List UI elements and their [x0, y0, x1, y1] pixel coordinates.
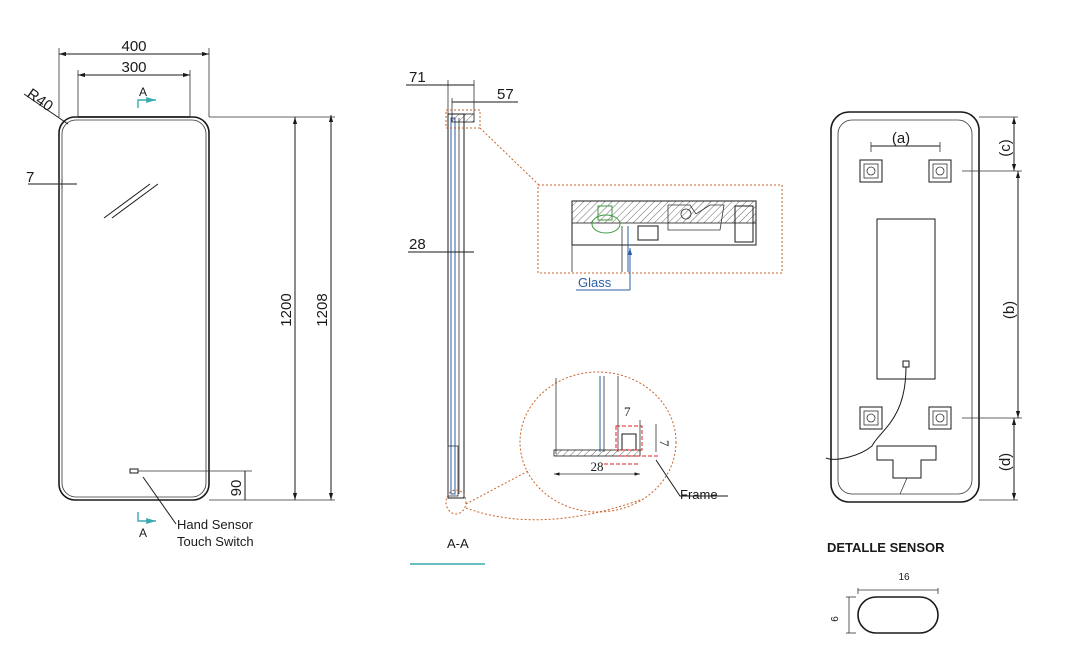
- mirror-inner-outline: [61, 119, 207, 498]
- dim-label-7-side: 7: [657, 440, 672, 447]
- section-bottom-profile: [447, 445, 459, 497]
- detail-bottom-profile: [553, 376, 660, 465]
- mirror-outline: [58, 116, 210, 501]
- dim-label-90: 90: [228, 480, 245, 497]
- screw-bracket-top-right: [928, 159, 952, 183]
- back-inner-outline: [837, 119, 973, 495]
- front-view: 400 300 R40 7 1200 1208 90 A A Hand S: [24, 38, 335, 549]
- radius-label: R40: [24, 85, 56, 115]
- section-mark-bottom: A: [139, 526, 147, 540]
- hand-sensor-icon: [129, 468, 139, 474]
- dim-label-57: 57: [497, 86, 514, 103]
- section-top-profile: [451, 113, 475, 123]
- power-box: [876, 445, 937, 479]
- section-marker-top: [137, 97, 156, 108]
- dim-label-b: (b): [1001, 301, 1018, 319]
- sensor-detail: DETALLE SENSOR 16 6: [827, 540, 945, 634]
- sensor-leader: [142, 476, 177, 525]
- frame-leader: [655, 459, 728, 497]
- detail-circle-bottom: [519, 371, 677, 513]
- dim-label-c: (c): [997, 139, 1014, 157]
- sensor-dim-height: 6: [830, 616, 841, 622]
- driver-connector: [902, 360, 910, 368]
- detail-glass-label: Glass: [578, 275, 612, 290]
- sensor-shape: [857, 596, 939, 634]
- sensor-dim-width: 16: [898, 572, 910, 583]
- sensor-label-line2: Touch Switch: [177, 534, 254, 549]
- radius-leader: [23, 93, 69, 125]
- detail-callout-source-bottom: [445, 489, 467, 515]
- detail-frame-label: Frame: [680, 487, 718, 502]
- detail-callout-source-top: [445, 109, 481, 129]
- dim-label-400: 400: [121, 38, 146, 55]
- detail-box-top: [537, 184, 783, 274]
- sensor-label-line1: Hand Sensor: [177, 517, 254, 532]
- dim-label-300: 300: [121, 59, 146, 76]
- glass-reflection-mark: [111, 183, 159, 219]
- detail-top-profile: [571, 200, 757, 272]
- dim-label-1200: 1200: [278, 293, 295, 326]
- sensor-detail-title: DETALLE SENSOR: [827, 540, 945, 555]
- dim-label-1208: 1208: [314, 293, 331, 326]
- dim-label-7-detail: 7: [624, 404, 631, 419]
- dim-label-7: 7: [26, 169, 34, 186]
- screw-bracket-bottom-left: [859, 406, 883, 430]
- dim-label-a: (a): [892, 130, 910, 147]
- back-view: (a) (c) (b) (d): [825, 111, 1022, 503]
- glass-reflection-mark: [103, 183, 151, 219]
- dim-label-28: 28: [409, 236, 426, 253]
- dim-label-71: 71: [409, 69, 426, 86]
- section-profile-glass: [450, 117, 456, 495]
- back-outline: [830, 111, 980, 503]
- section-marker-bottom: [137, 512, 156, 524]
- section-view: 71 57 28 Glass: [406, 69, 783, 565]
- section-title: A-A: [447, 536, 469, 551]
- cable: [825, 366, 907, 460]
- section-mark-top: A: [139, 85, 147, 99]
- section-profile-outer: [447, 113, 465, 499]
- dim-label-28-detail: 28: [591, 459, 604, 474]
- dim-label-d: (d): [997, 453, 1014, 471]
- screw-bracket-bottom-right: [928, 406, 952, 430]
- screw-bracket-top-left: [859, 159, 883, 183]
- driver-panel: [876, 218, 936, 380]
